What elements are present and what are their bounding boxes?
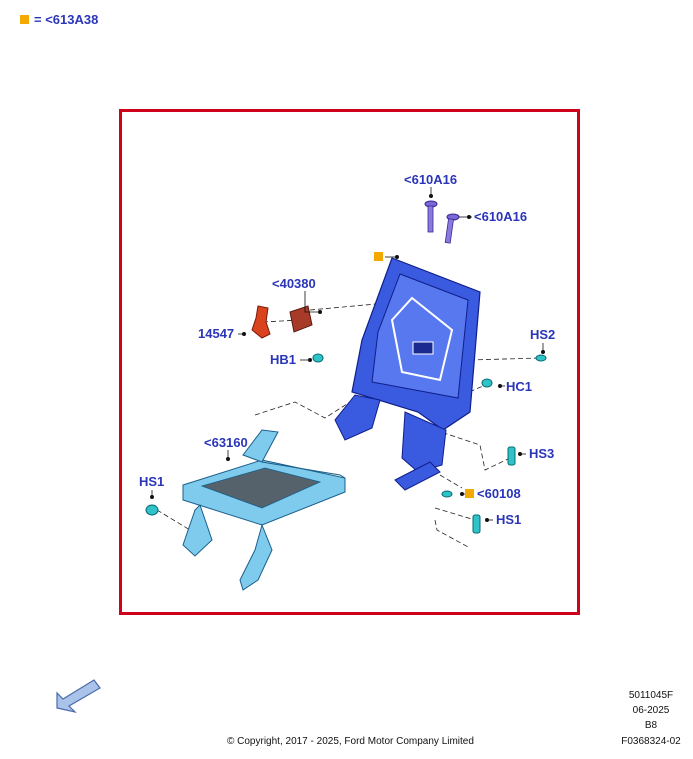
marker-square-icon [465,489,474,498]
doc-code: 5011045F [628,690,674,701]
bracket-14547 [251,305,271,339]
seat-cushion-frame [182,429,346,591]
label-hc1: HC1 [506,379,533,394]
leader-lines [151,187,544,521]
bolt-610A16-b [444,213,460,244]
bracket-40380 [289,305,313,333]
fasteners [145,353,547,534]
fastener-hs3 [507,446,516,466]
label-hs3: HS3 [529,446,555,461]
label-hs1-right: HS1 [496,512,522,527]
fastener-hs2 [535,354,547,362]
fastener-hs1-left [145,504,159,516]
leader-dots [150,194,545,522]
copyright-text: © Copyright, 2017 - 2025, Ford Motor Com… [227,736,474,747]
fastener-hb1 [312,353,324,363]
label-hb1: HB1 [270,352,297,367]
legend: = <613A38 [20,12,102,27]
seatback-frame [334,257,481,491]
figure-number: F0368324-02 [621,736,681,747]
fastener-hs1-right [472,514,481,534]
diagram-frame [119,109,580,615]
label-60108: <60108 [477,486,521,501]
arrow-down-left-icon[interactable] [56,679,101,714]
label-14547: 14547 [198,326,235,341]
marker-square-icon [374,252,383,261]
label-610A16-b: <610A16 [474,209,528,224]
doc-date: 06-2025 [632,705,670,716]
label-hs2: HS2 [530,327,556,342]
label-610A16-a: <610A16 [404,172,458,187]
label-40380: <40380 [272,276,316,291]
marker-square-icon [20,15,29,24]
fastener-hc1 [481,378,493,388]
doc-revision: B8 [644,720,658,731]
label-63160: <63160 [204,435,248,450]
bolt-610A16-a [424,200,438,233]
legend-text: = <613A38 [34,12,99,27]
label-hs1-left: HS1 [139,474,165,489]
fastener-60108 [441,490,453,498]
